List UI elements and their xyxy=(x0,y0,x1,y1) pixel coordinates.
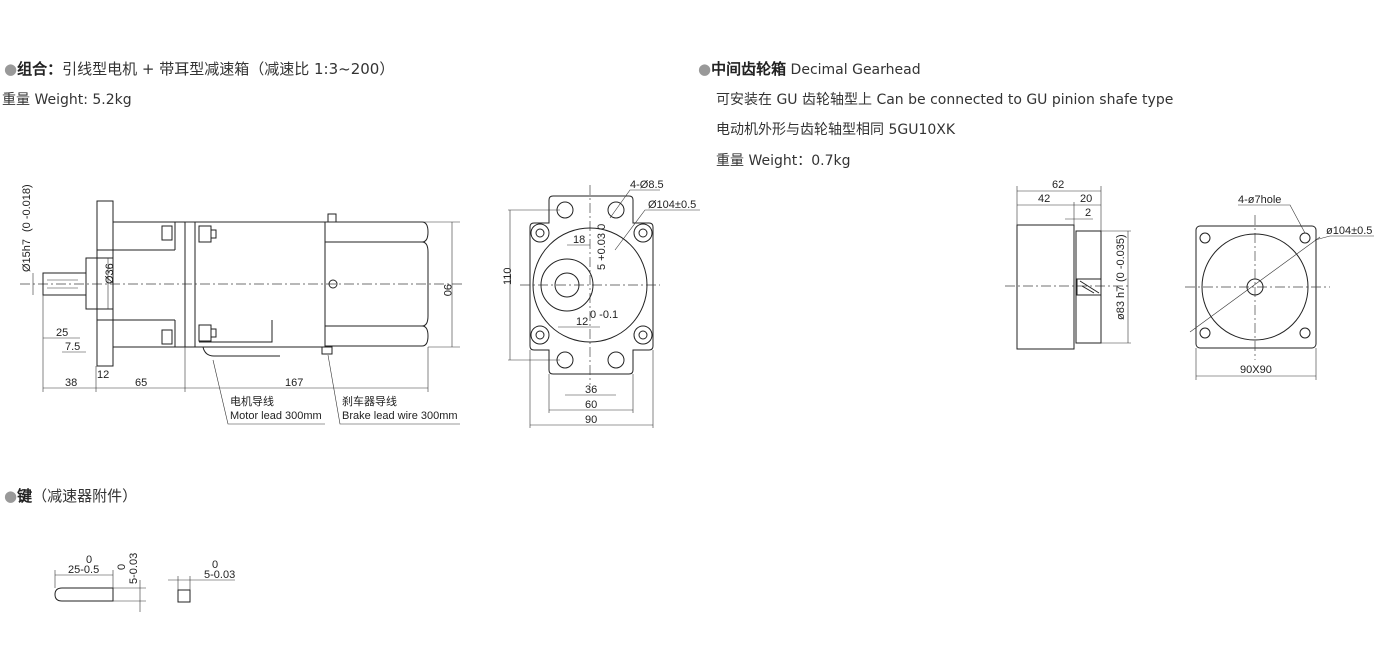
dim-25: 25 xyxy=(56,327,68,339)
key-dim-height: 5-0.03 xyxy=(128,553,140,584)
dim-shaft-dia: ø83 h7 xyxy=(1115,286,1127,320)
dim-pcd: ø104±0.5 xyxy=(1326,225,1372,237)
bullet: ● xyxy=(4,60,18,78)
dim-38: 38 xyxy=(65,377,77,389)
combo-title: 引线型电机 + 带耳型减速箱（减速比 1:3~200） xyxy=(62,60,395,78)
dim-shaft-tol: (0 -0.035) xyxy=(1115,234,1127,282)
key-heading: ●键（减速器附件） xyxy=(4,485,137,506)
gearhead-side-view: 62 42 20 2 ø83 h7 (0 -0.035) xyxy=(1005,179,1131,350)
key-dim-height-tol: 0 xyxy=(116,564,128,570)
gearhead-line2: 电动机外形与齿轮轴型相同 5GU10XK xyxy=(716,122,956,138)
key-dim-length: 25-0.5 xyxy=(68,564,99,576)
dim-7-5: 7.5 xyxy=(65,341,80,353)
gearhead-heading: ●中间齿轮箱 Decimal Gearhead xyxy=(698,58,921,79)
gearhead-front-view: 4-ø7hole ø104±0.5 90X90 xyxy=(1185,194,1374,380)
heading-label: 组合： xyxy=(17,60,63,78)
bullet: ● xyxy=(4,487,18,505)
motor-front-view: 4-Ø8.5 Ø104±0.5 18 5 +0.03 0 12 0 -0.1 1… xyxy=(502,179,700,428)
brake-lead-label: Brake lead wire 300mm xyxy=(342,410,458,422)
gearhead-title: Decimal Gearhead xyxy=(786,62,921,78)
dim-key-height: 12 xyxy=(576,316,588,328)
dim-holes: 4-Ø8.5 xyxy=(630,179,664,191)
dim-12: 12 xyxy=(97,369,109,381)
key-drawings: 25-0.5 0 5-0.03 0 5-0.03 0 xyxy=(54,553,235,612)
combo-weight: 重量 Weight: 5.2kg xyxy=(2,92,132,108)
dim-size: 90X90 xyxy=(1240,364,1272,376)
dim-key-height-tol: 0 -0.1 xyxy=(590,309,618,321)
heading-label: 键 xyxy=(17,487,33,505)
key-title: （减速器附件） xyxy=(32,487,138,505)
brake-lead-cn: 刹车器导线 xyxy=(342,394,397,408)
dim-60: 60 xyxy=(585,399,597,411)
dim-shaft-tol: (0 -0.018) xyxy=(21,184,33,232)
dim-90: 90 xyxy=(585,414,597,426)
dim-110: 110 xyxy=(502,267,514,285)
combo-heading: ●组合：引线型电机 + 带耳型减速箱（减速比 1:3~200） xyxy=(4,58,394,79)
dim-65: 65 xyxy=(135,377,147,389)
dim-18: 18 xyxy=(573,234,585,246)
bullet: ● xyxy=(698,60,712,78)
gearhead-line1: 可安装在 GU 齿轮轴型上 Can be connected to GU pin… xyxy=(716,92,1174,108)
motor-lead-label: Motor lead 300mm xyxy=(230,410,322,422)
dim-36: 36 xyxy=(585,384,597,396)
key-dim-length-tol: 0 xyxy=(86,554,92,566)
motor-lead-cn: 电机导线 xyxy=(230,394,274,408)
dim-holes: 4-ø7hole xyxy=(1238,194,1281,206)
key-dim-width-tol: 0 xyxy=(212,559,218,571)
dim-key-width: 5 +0.03 0 xyxy=(596,224,608,270)
dim-shaft-dia: Ø15h7 xyxy=(21,239,33,272)
dim-pcd: Ø104±0.5 xyxy=(648,199,696,211)
dim-hub: Ø36 xyxy=(104,263,116,284)
gearhead-weight: 重量 Weight：0.7kg xyxy=(716,153,851,169)
dim-167: 167 xyxy=(285,377,303,389)
dim-20: 20 xyxy=(1080,193,1092,205)
motor-side-view: 90 Ø15h7 (0 -0.018) Ø36 25 7.5 12 38 65 … xyxy=(20,184,462,425)
dim-62: 62 xyxy=(1052,179,1064,191)
heading-label: 中间齿轮箱 xyxy=(711,60,787,78)
dim-42: 42 xyxy=(1038,193,1050,205)
key-dim-width: 5-0.03 xyxy=(204,569,235,581)
dim-90: 90 xyxy=(441,284,453,296)
dim-2: 2 xyxy=(1085,207,1091,219)
